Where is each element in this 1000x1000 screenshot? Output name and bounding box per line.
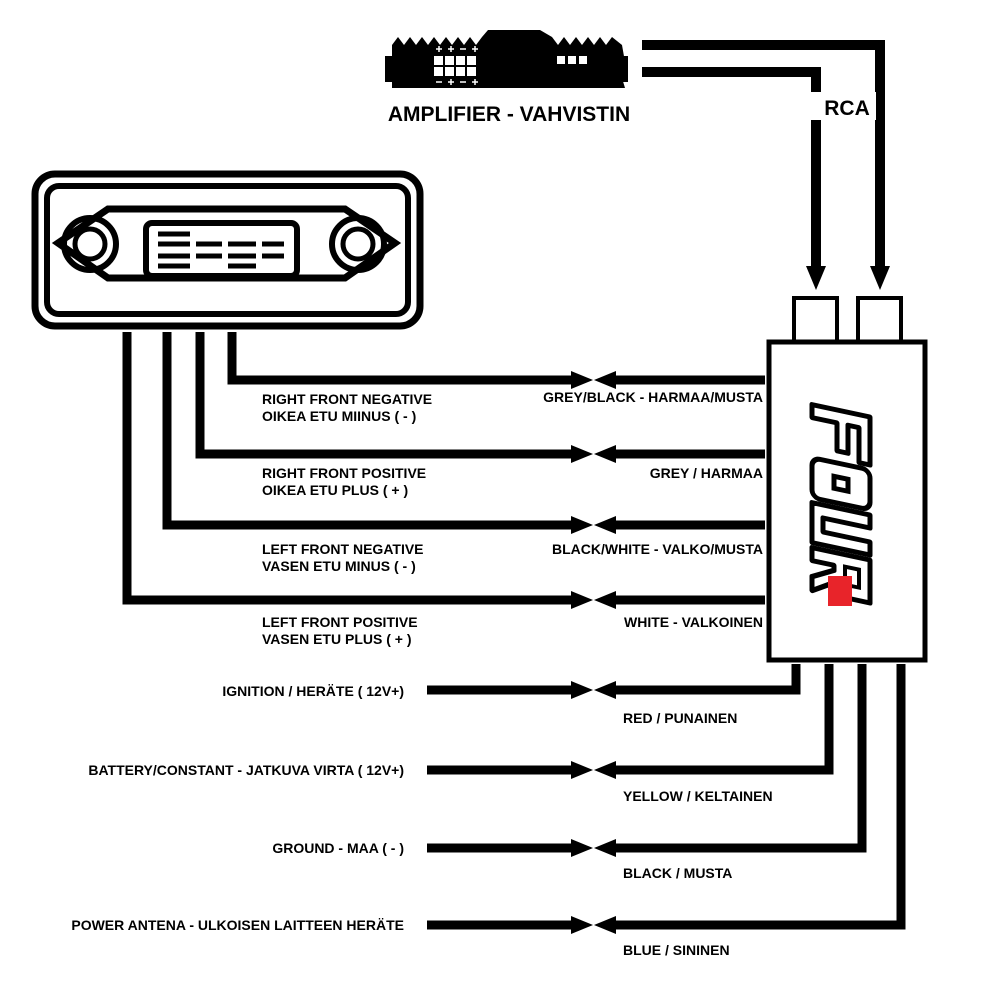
connection-label: RIGHT FRONT NEGATIVE [262, 391, 432, 407]
arrow-pair [571, 916, 616, 934]
connection-label: LEFT FRONT POSITIVE [262, 614, 418, 630]
connection-label: IGNITION / HERÄTE ( 12V+) [222, 683, 404, 699]
arrow-pair [571, 839, 616, 857]
rca-cables [642, 40, 885, 268]
brand-accent [828, 576, 852, 606]
connection-label: VASEN ETU PLUS ( + ) [262, 631, 411, 647]
wire-color-label: RED / PUNAINEN [623, 710, 737, 726]
arrow-pair [571, 681, 616, 699]
wire-color-label: BLACK/WHITE - VALKO/MUSTA [552, 541, 763, 557]
connection-label: GROUND - MAA ( - ) [272, 840, 404, 856]
amplifier-icon [385, 30, 628, 88]
connection-label: BATTERY/CONSTANT - JATKUVA VIRTA ( 12V+) [88, 762, 404, 778]
wire-color-label: YELLOW / KELTAINEN [623, 788, 773, 804]
wire-color-labels: GREY/BLACK - HARMAA/MUSTA GREY / HARMAA … [543, 389, 772, 958]
wire-color-label: BLACK / MUSTA [623, 865, 732, 881]
radio-labels: RIGHT FRONT NEGATIVE OIKEA ETU MIINUS ( … [262, 391, 432, 647]
connection-label: LEFT FRONT NEGATIVE [262, 541, 424, 557]
amplifier-label: AMPLIFIER - VAHVISTIN [388, 103, 630, 126]
connector-arrows [571, 371, 616, 934]
arrow-pair [571, 445, 616, 463]
arrow-pair [571, 761, 616, 779]
rca-label: RCA [824, 97, 870, 120]
power-labels: IGNITION / HERÄTE ( 12V+) BATTERY/CONSTA… [71, 683, 404, 933]
rca-arrow-left [806, 266, 826, 290]
arrow-pair [571, 591, 616, 609]
radio-wires [122, 332, 575, 605]
arrow-pair [571, 371, 616, 389]
connection-label: VASEN ETU MINUS ( - ) [262, 558, 416, 574]
box-wires [612, 375, 906, 930]
wire-color-label: WHITE - VALKOINEN [624, 614, 763, 630]
four-logo [809, 402, 873, 606]
converter-box-icon [766, 296, 928, 663]
arrow-pair [571, 516, 616, 534]
rca-arrow-right [870, 266, 890, 290]
connection-label: OIKEA ETU PLUS ( + ) [262, 482, 408, 498]
wire-color-label: GREY/BLACK - HARMAA/MUSTA [543, 389, 763, 405]
connection-label: OIKEA ETU MIINUS ( - ) [262, 408, 416, 424]
connection-label: RIGHT FRONT POSITIVE [262, 465, 426, 481]
wire-color-label: BLUE / SININEN [623, 942, 730, 958]
connection-label: POWER ANTENA - ULKOISEN LAITTEEN HERÄTE [71, 917, 404, 933]
wire-color-label: GREY / HARMAA [650, 465, 763, 481]
car-radio-icon [31, 170, 424, 330]
power-wires [427, 685, 575, 930]
